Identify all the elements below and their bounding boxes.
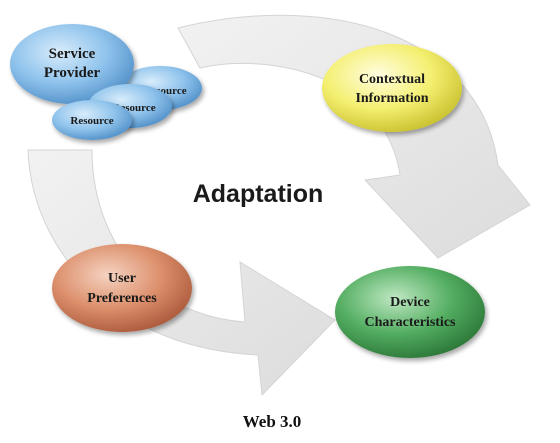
service-provider-label-line2: Provider <box>44 65 101 81</box>
user-preferences-label-line2: Preferences <box>87 291 157 306</box>
contextual-information-node-group: Contextual Information <box>322 44 462 132</box>
contextual-information-label-line1: Contextual <box>359 72 425 87</box>
resource-front-node <box>52 100 132 140</box>
user-preferences-node-group: User Preferences <box>52 244 192 332</box>
user-preferences-label-line1: User <box>108 271 136 286</box>
service-provider-cluster: Resource Service Provider Resource Resou… <box>10 24 202 140</box>
device-characteristics-label-line1: Device <box>390 295 430 310</box>
center-adaptation-label: Adaptation <box>193 180 324 208</box>
device-characteristics-label-line2: Characteristics <box>365 315 457 330</box>
figure-caption: Web 3.0 <box>243 412 302 431</box>
device-characteristics-node-group: Device Characteristics <box>335 266 485 358</box>
resource-front-label: Resource <box>70 115 113 127</box>
contextual-information-label-line2: Information <box>355 91 428 106</box>
device-characteristics-node <box>335 266 485 358</box>
service-provider-node <box>10 24 134 104</box>
user-preferences-node <box>52 244 192 332</box>
service-provider-label-line1: Service <box>49 46 96 62</box>
contextual-information-node <box>322 44 462 132</box>
